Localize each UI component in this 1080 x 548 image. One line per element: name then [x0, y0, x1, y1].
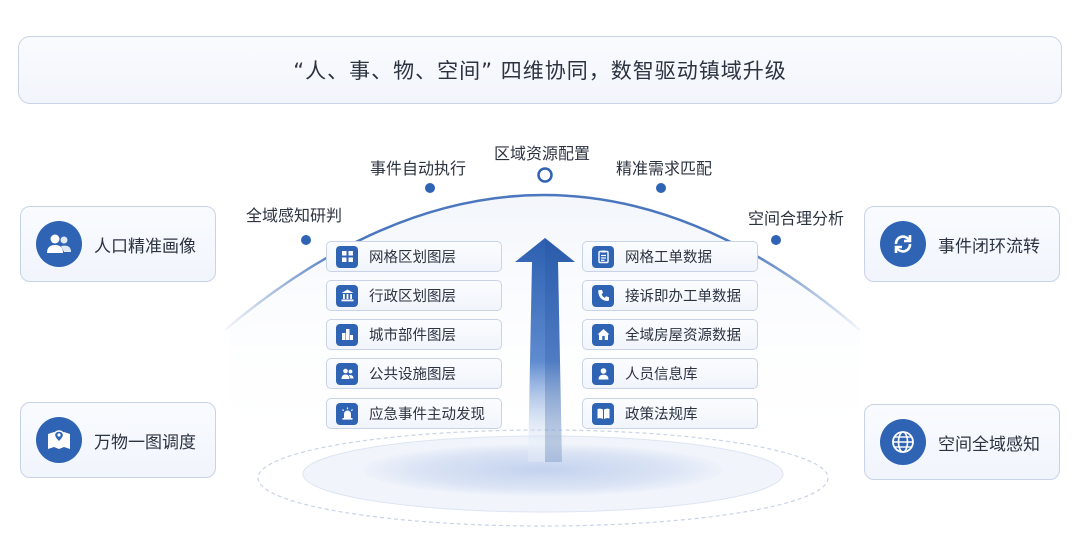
grid-icon	[336, 245, 358, 268]
arc-label-demand-matching: 精准需求匹配	[616, 159, 713, 178]
people-group-icon	[336, 362, 358, 385]
layer-personnel-info: 人员信息库	[582, 358, 758, 389]
side-card-population: 人口精准画像	[20, 206, 216, 282]
side-card-event-loop: 事件闭环流转	[864, 206, 1060, 282]
house-icon	[592, 323, 614, 346]
layer-label: 公共设施图层	[369, 367, 456, 383]
layer-label: 政策法规库	[625, 407, 698, 423]
title-banner: “人、事、物、空间” 四维协同，数智驱动镇域升级	[18, 36, 1062, 104]
side-card-dispatch: 万物一图调度	[20, 402, 216, 478]
map-pin-icon	[36, 417, 82, 463]
arc-dot-2	[425, 183, 435, 193]
platform-outer-ring	[257, 429, 829, 527]
layer-label: 人员信息库	[625, 367, 698, 383]
side-card-label: 万物一图调度	[94, 432, 196, 453]
side-card-space-perception: 空间全域感知	[864, 404, 1060, 480]
layer-policy-regulations: 政策法规库	[582, 398, 758, 429]
upward-arrow	[515, 238, 575, 462]
layer-housing-resources: 全域房屋资源数据	[582, 319, 758, 350]
layer-label: 网格区划图层	[369, 250, 456, 266]
platform-inner	[363, 444, 723, 496]
layer-label: 接诉即办工单数据	[625, 289, 741, 305]
arc-label-perception: 全域感知研判	[246, 206, 343, 225]
alarm-light-icon	[336, 402, 358, 425]
layer-label: 行政区划图层	[369, 289, 456, 305]
banner-title: “人、事、物、空间” 四维协同，数智驱动镇域升级	[293, 59, 787, 83]
layer-label: 应急事件主动发现	[369, 407, 485, 423]
layer-label: 城市部件图层	[369, 328, 456, 344]
arc-dot-center	[537, 167, 553, 183]
phone-icon	[592, 284, 614, 307]
arc-dot-1	[301, 235, 311, 245]
layer-emergency-discovery: 应急事件主动发现	[326, 398, 502, 429]
person-icon	[592, 362, 614, 385]
people-icon	[36, 221, 82, 267]
globe-icon	[880, 419, 926, 465]
arc-dot-5	[771, 235, 781, 245]
government-building-icon	[336, 284, 358, 307]
layer-grid-work-orders: 网格工单数据	[582, 241, 758, 272]
side-card-label: 空间全域感知	[938, 434, 1040, 455]
layer-admin-division: 行政区划图层	[326, 280, 502, 311]
layer-label: 网格工单数据	[625, 250, 712, 266]
arc-dot-4	[656, 183, 666, 193]
book-icon	[592, 402, 614, 425]
layer-public-facilities: 公共设施图层	[326, 358, 502, 389]
layer-grid-division: 网格区划图层	[326, 241, 502, 272]
process-arc	[224, 193, 861, 331]
layer-hotline-orders: 接诉即办工单数据	[582, 280, 758, 311]
side-card-label: 事件闭环流转	[938, 236, 1040, 257]
layer-city-components: 城市部件图层	[326, 319, 502, 350]
refresh-cycle-icon	[880, 221, 926, 267]
layer-label: 全域房屋资源数据	[625, 328, 741, 344]
side-card-label: 人口精准画像	[94, 236, 196, 257]
city-buildings-icon	[336, 323, 358, 346]
arc-label-space-analysis: 空间合理分析	[748, 209, 845, 228]
arc-label-resource-allocation: 区域资源配置	[494, 144, 591, 163]
clipboard-list-icon	[592, 245, 614, 268]
arc-label-execution: 事件自动执行	[370, 159, 467, 178]
